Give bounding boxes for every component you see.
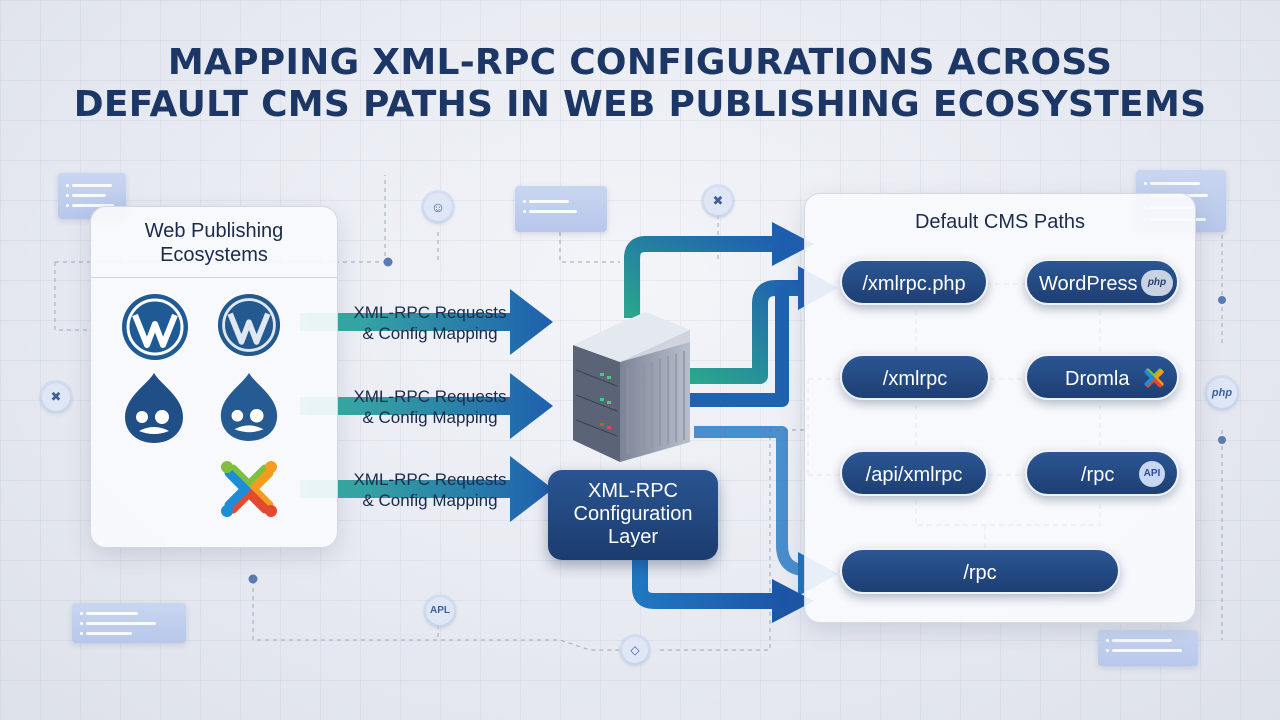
cms-dromla: Dromla [1025, 354, 1179, 400]
web-publishing-ecosystems-panel: Web Publishing Ecosystems [90, 206, 338, 548]
drupal-logo-icon-2 [220, 373, 278, 441]
php-circle-icon: php [1207, 378, 1237, 408]
joomla-small-icon: ✖ [704, 187, 732, 215]
joomla-badge-icon [1144, 368, 1164, 388]
api-circle-icon: APL [426, 597, 454, 625]
drupal-logo-icon [125, 373, 183, 443]
cms-rpc: /rpc API [1025, 450, 1179, 496]
wordpress-logo-icon-2 [217, 293, 281, 357]
xmlrpc-configuration-layer: XML-RPC Configuration Layer [548, 470, 718, 560]
server-rack-icon [573, 312, 690, 462]
request-arrows [300, 289, 553, 522]
deco-card-top-center [515, 186, 607, 232]
path-api-xmlrpc: /api/xmlrpc [840, 450, 988, 496]
page-title: MAPPING XML-RPC CONFIGURATIONS ACROSS DE… [40, 42, 1240, 126]
php-badge-icon: php [1141, 270, 1173, 296]
title-line-2: DEFAULT CMS PATHS IN WEB PUBLISHING ECOS… [73, 84, 1207, 125]
decorative-dots [248, 257, 1226, 584]
path-rpc: /rpc [840, 548, 1120, 594]
cms-paths-heading: Default CMS Paths [914, 211, 1086, 233]
diamond-icon: ◇ [622, 637, 648, 663]
api-badge-icon: API [1139, 461, 1165, 487]
path-xmlrpc-php: /xmlrpc.php [840, 259, 988, 305]
deco-card-bottom-right [1098, 630, 1198, 666]
joomla-side-icon: ✖ [42, 383, 70, 411]
ecosystems-heading: Web Publishing Ecosystems [91, 219, 337, 278]
path-xmlrpc: /xmlrpc [840, 354, 990, 400]
wordpress-logo-icon [122, 294, 188, 360]
cms-wordpress: WordPress php [1025, 259, 1179, 305]
deco-card-top-left [58, 173, 126, 219]
deco-card-bottom-left [72, 603, 186, 643]
smile-icon: ☺ [424, 193, 452, 221]
joomla-logo-icon [221, 461, 277, 517]
arrow-label-3: XML-RPC Requests & Config Mapping [353, 470, 507, 510]
arrow-label-2: XML-RPC Requests & Config Mapping [353, 387, 507, 427]
title-line-1: MAPPING XML-RPC CONFIGURATIONS ACROSS [167, 42, 1113, 83]
arrow-label-1: XML-RPC Requests & Config Mapping [353, 303, 507, 343]
